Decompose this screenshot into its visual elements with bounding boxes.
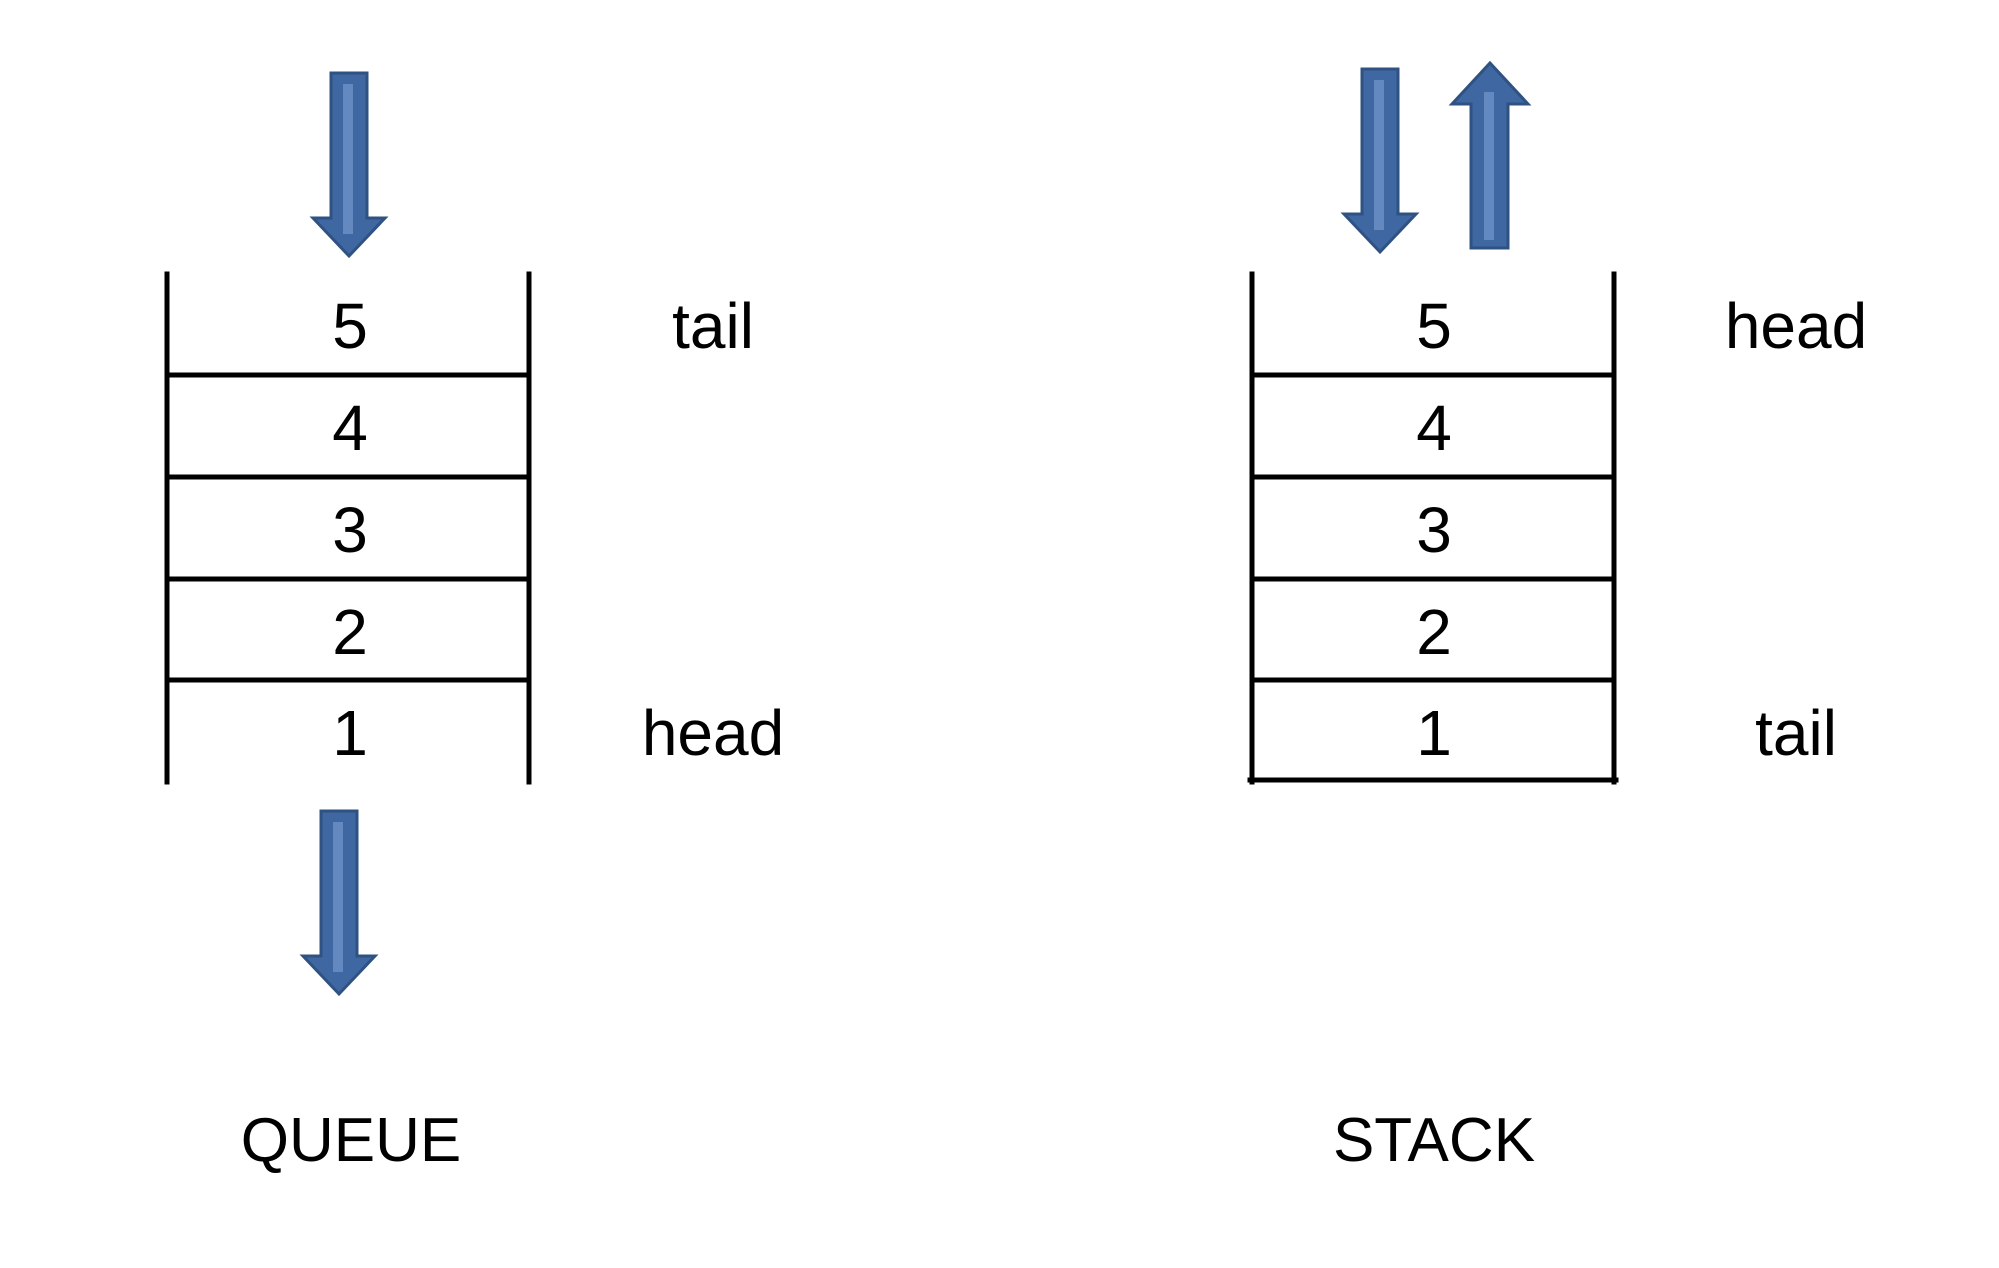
queue-cell-5: 5 <box>332 290 368 362</box>
queue-group: 5 4 3 2 1 tail head QUEUE <box>164 71 784 1175</box>
queue-head-label: head <box>642 697 784 769</box>
stack-cell-2: 2 <box>1416 596 1452 668</box>
stack-cell-5: 5 <box>1416 290 1452 362</box>
queue-container <box>164 271 532 785</box>
stack-cell-3: 3 <box>1416 494 1452 566</box>
stack-container <box>1247 271 1619 785</box>
stack-cell-1: 1 <box>1416 697 1452 769</box>
queue-tail-label: tail <box>672 290 754 362</box>
queue-dequeue-arrow-icon <box>299 809 379 997</box>
queue-cell-4: 4 <box>332 392 368 464</box>
queue-cell-3: 3 <box>332 494 368 566</box>
stack-group: 5 4 3 2 1 head tail STACK <box>1247 60 1867 1175</box>
queue-caption: QUEUE <box>241 1106 461 1175</box>
stack-push-arrow-icon <box>1340 67 1420 255</box>
queue-cell-2: 2 <box>332 596 368 668</box>
stack-head-label: head <box>1725 290 1867 362</box>
queue-enqueue-arrow-icon <box>309 71 389 259</box>
stack-tail-label: tail <box>1755 697 1837 769</box>
stack-caption: STACK <box>1333 1106 1535 1175</box>
stack-cell-4: 4 <box>1416 392 1452 464</box>
stack-pop-arrow-icon <box>1448 60 1532 250</box>
queue-cell-1: 1 <box>332 697 368 769</box>
